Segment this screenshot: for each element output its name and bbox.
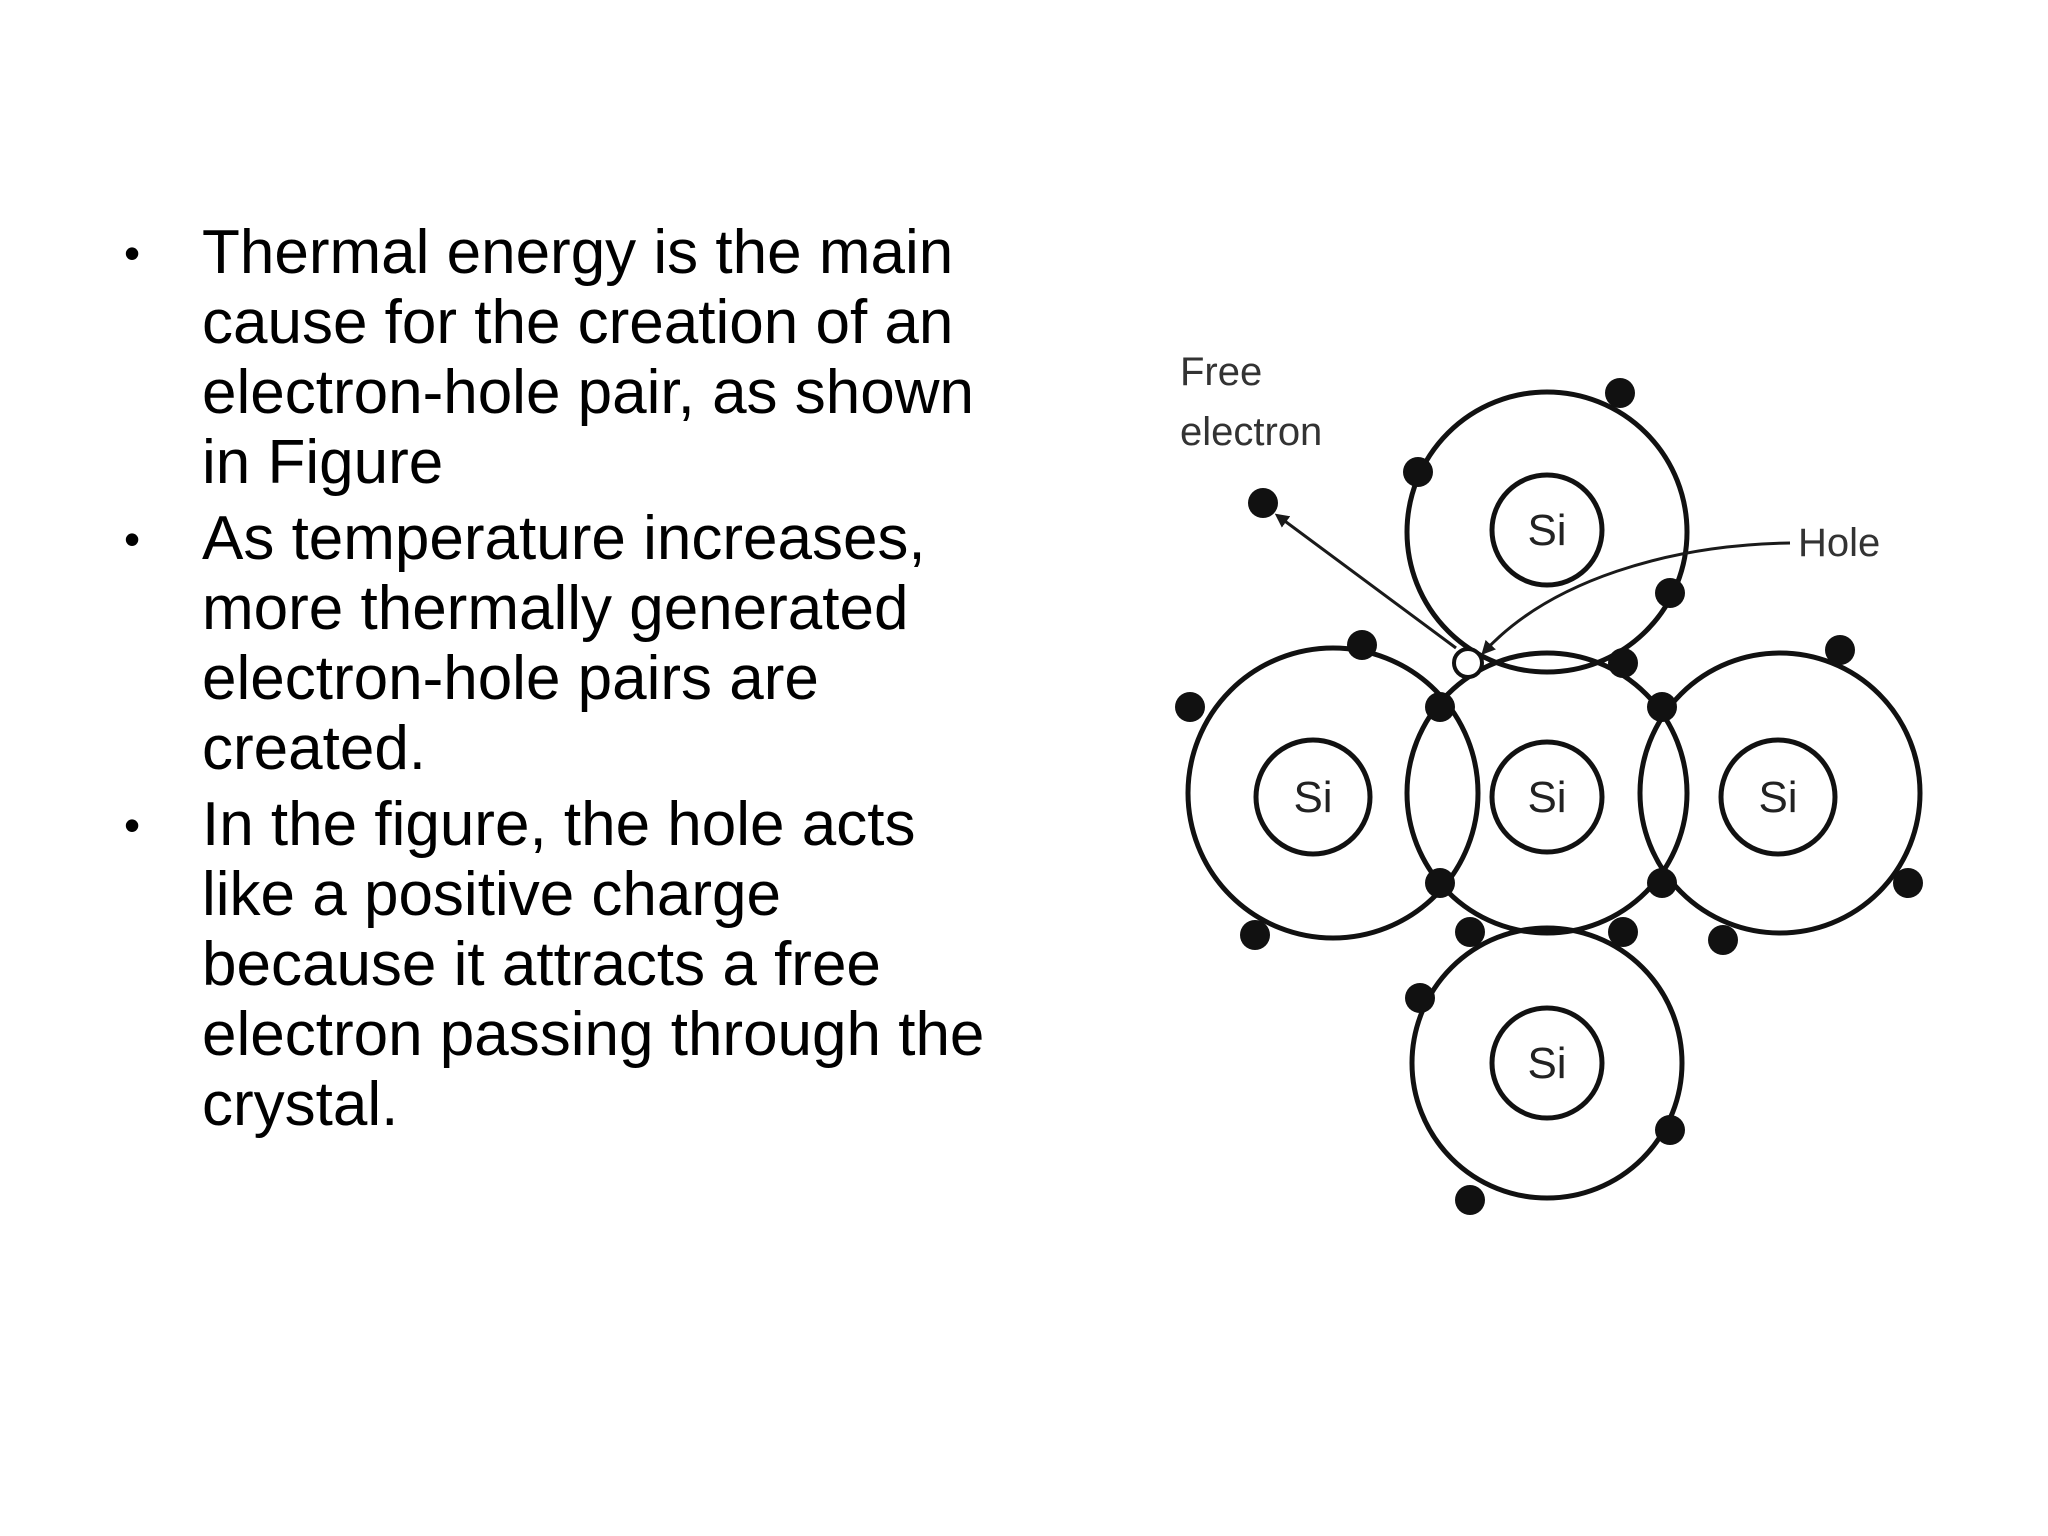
silicon-crystal-diagram: Si Si Si Si Si: [1150, 340, 1950, 1240]
nucleus-top: [1489, 472, 1605, 588]
electron: [1405, 983, 1435, 1013]
electron: [1608, 648, 1638, 678]
orbit-center: [1404, 650, 1690, 936]
atom-label-left: Si: [1293, 773, 1332, 822]
electron: [1647, 692, 1677, 722]
atom-label-right: Si: [1758, 773, 1797, 822]
diagram-svg: Si Si Si Si Si: [1175, 350, 1923, 1215]
free-electron-label-line1: Free: [1180, 350, 1262, 394]
electron: [1647, 868, 1677, 898]
electron: [1893, 868, 1923, 898]
electron: [1425, 692, 1455, 722]
bullet-item-hole-charge: • In the figure, the hole acts like a po…: [120, 790, 1020, 1140]
bullet-text: As temperature increases, more thermally…: [202, 504, 926, 783]
electron: [1240, 920, 1270, 950]
electron: [1425, 868, 1455, 898]
bullet-dot: •: [124, 799, 141, 851]
electron: [1347, 630, 1377, 660]
hole: [1452, 647, 1484, 679]
hole-pointer-arrow: [1481, 541, 1791, 655]
atom-label-top: Si: [1527, 506, 1566, 555]
free-electron-arrow: [1274, 513, 1457, 650]
nucleus-center: [1489, 739, 1605, 855]
electron: [1608, 917, 1638, 947]
orbit-right: [1637, 650, 1923, 936]
bullet-item-temperature: • As temperature increases, more thermal…: [120, 504, 1020, 784]
nucleus-bottom: [1489, 1005, 1605, 1121]
electron: [1175, 692, 1205, 722]
electron: [1708, 925, 1738, 955]
bullet-dot: •: [124, 513, 141, 565]
electron: [1403, 457, 1433, 487]
nucleus-right: [1718, 737, 1838, 857]
orbit-left: [1185, 645, 1481, 941]
bullet-text: In the figure, the hole acts like a posi…: [202, 790, 985, 1139]
orbit-top: [1404, 389, 1690, 675]
orbit-bottom: [1409, 925, 1685, 1201]
bullet-text: Thermal energy is the main cause for the…: [202, 218, 975, 497]
atom-label-center: Si: [1527, 773, 1566, 822]
bullet-item-thermal-energy: • Thermal energy is the main cause for t…: [120, 218, 1020, 498]
electron: [1605, 378, 1635, 408]
electron: [1455, 917, 1485, 947]
nucleus-left: [1253, 737, 1373, 857]
free-electron: [1248, 488, 1278, 518]
free-electron-label-line2: electron: [1180, 410, 1322, 454]
bullet-list: • Thermal energy is the main cause for t…: [120, 218, 1020, 1146]
atom-label-bottom: Si: [1527, 1039, 1566, 1088]
hole-label: Hole: [1798, 521, 1880, 565]
electron: [1655, 578, 1685, 608]
electron: [1655, 1115, 1685, 1145]
electron: [1825, 635, 1855, 665]
bullet-dot: •: [124, 227, 141, 279]
electron: [1455, 1185, 1485, 1215]
